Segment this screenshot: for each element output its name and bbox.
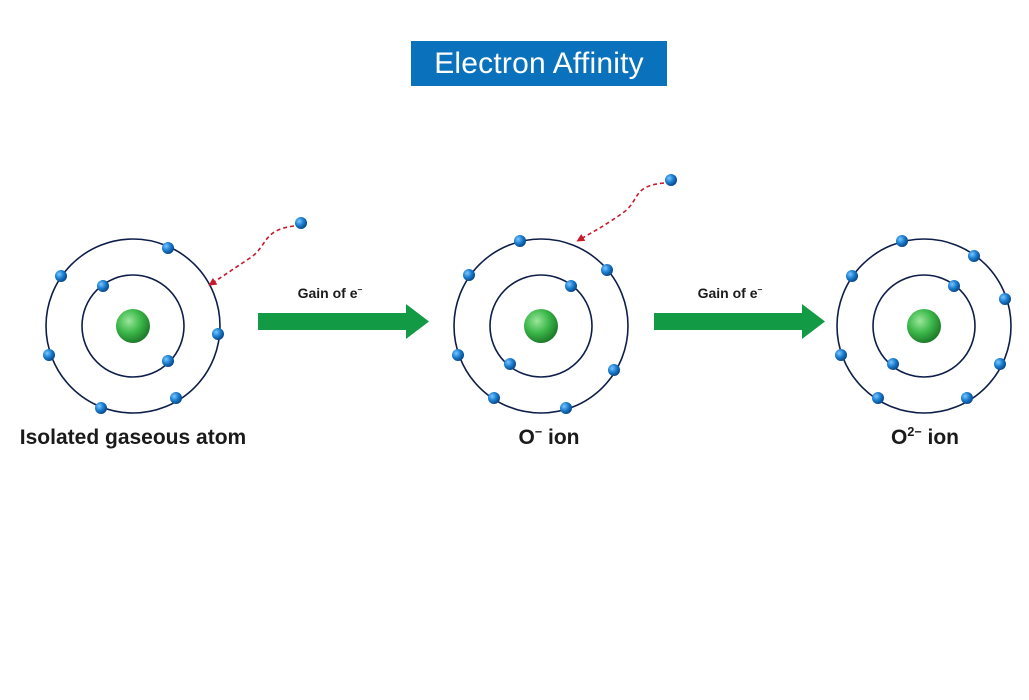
- outer-orbit: [453, 238, 629, 414]
- electron: [999, 293, 1011, 305]
- electron: [97, 280, 109, 292]
- title-banner: Electron Affinity: [411, 41, 667, 86]
- electron: [43, 349, 55, 361]
- electron: [994, 358, 1006, 370]
- electron: [608, 364, 620, 376]
- electron: [212, 328, 224, 340]
- electron-path-arrow: [576, 182, 665, 242]
- electron: [170, 392, 182, 404]
- nucleus: [116, 309, 150, 343]
- arrow-label-1: Gain of e−: [297, 284, 363, 301]
- electron: [162, 355, 174, 367]
- electron-path-arrow: [208, 225, 295, 286]
- page-title: Electron Affinity: [434, 46, 644, 80]
- arrow-label-2: Gain of e−: [697, 284, 763, 301]
- electron: [55, 270, 67, 282]
- electrons: [835, 235, 1011, 404]
- electrons: [43, 242, 224, 414]
- incoming-electron: [665, 174, 677, 186]
- electrons: [452, 235, 620, 414]
- reaction-arrow-2: [654, 304, 825, 339]
- atom-o-minus: [452, 174, 677, 414]
- incoming-electron: [295, 217, 307, 229]
- electron: [835, 349, 847, 361]
- electron: [162, 242, 174, 254]
- electron: [463, 269, 475, 281]
- inner-orbit: [872, 274, 976, 378]
- nucleus: [524, 309, 558, 343]
- outer-orbit: [836, 238, 1012, 414]
- electron: [514, 235, 526, 247]
- atom-o-2minus: [835, 235, 1012, 414]
- atom-isolated: [43, 217, 307, 414]
- inner-orbit: [81, 274, 185, 378]
- electron: [504, 358, 516, 370]
- caption-o-minus-ion: O− ion: [518, 425, 580, 449]
- inner-orbit: [489, 274, 593, 378]
- electron: [452, 349, 464, 361]
- electron: [948, 280, 960, 292]
- electron: [961, 392, 973, 404]
- electron: [95, 402, 107, 414]
- caption-isolated-atom: Isolated gaseous atom: [19, 426, 247, 449]
- reaction-arrow-1: [258, 304, 429, 339]
- nucleus: [907, 309, 941, 343]
- electron: [968, 250, 980, 262]
- outer-orbit: [45, 238, 221, 414]
- caption-o-2minus-ion: O2− ion: [890, 425, 960, 449]
- electron: [565, 280, 577, 292]
- electron: [846, 270, 858, 282]
- electron: [601, 264, 613, 276]
- electron: [488, 392, 500, 404]
- electron: [887, 358, 899, 370]
- electron: [896, 235, 908, 247]
- electron: [560, 402, 572, 414]
- electron: [872, 392, 884, 404]
